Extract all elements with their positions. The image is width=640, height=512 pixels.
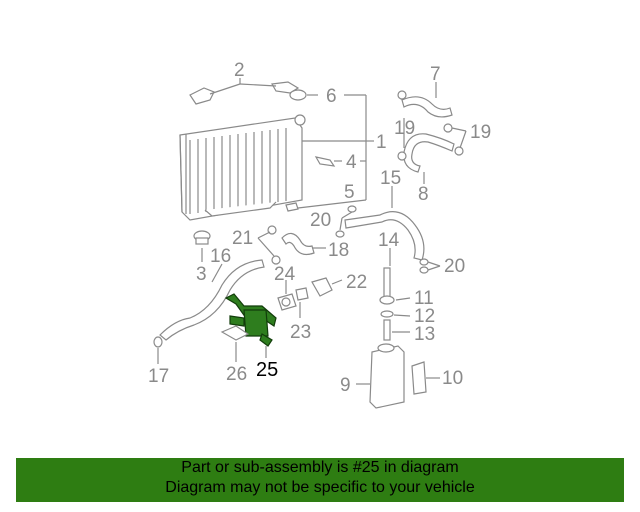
part-16-hose	[159, 259, 265, 341]
part-19-clamp	[397, 90, 464, 161]
callout-20b: 20	[444, 256, 465, 277]
part-4-sensor	[314, 156, 336, 167]
banner-line-2: Diagram may not be specific to your vehi…	[165, 479, 475, 496]
callout-25: 25	[256, 359, 278, 381]
callout-5: 5	[344, 182, 355, 203]
part-25-pipe	[224, 293, 277, 347]
leader-lines	[157, 78, 467, 385]
callout-20a: 20	[310, 210, 331, 231]
callout-16: 16	[210, 246, 231, 267]
part-14-bolt	[383, 267, 391, 299]
part-21-clamp	[267, 225, 281, 265]
callout-1: 1	[376, 132, 387, 153]
callout-23: 23	[290, 322, 311, 343]
callout-4: 4	[346, 152, 357, 173]
callout-2: 2	[234, 60, 245, 81]
part-17-clamp	[153, 336, 163, 348]
callout-18: 18	[328, 240, 349, 261]
part-5-bracket	[285, 202, 299, 212]
part-9-reservoir	[369, 343, 405, 409]
radiator	[179, 114, 306, 221]
part-23-gasket	[295, 287, 309, 301]
info-banner: Part or sub-assembly is #25 in diagram D…	[16, 458, 624, 502]
callout-6: 6	[326, 86, 337, 107]
callout-19a: 19	[394, 118, 415, 139]
callout-11: 11	[414, 288, 434, 309]
part-22-outlet	[311, 277, 333, 297]
callout-15: 15	[380, 168, 401, 189]
part-13-tube	[383, 319, 391, 341]
callout-22: 22	[346, 272, 367, 293]
part-26-bracket	[220, 325, 250, 341]
banner-line-1: Part or sub-assembly is #25 in diagram	[181, 459, 459, 476]
callout-8: 8	[418, 184, 429, 205]
callout-labels: 2 6 7 1 19 19 4 8 5 15 20 21 18 14 3 16 …	[148, 60, 491, 396]
callout-21: 21	[232, 228, 253, 249]
part-6-cap	[289, 89, 307, 101]
part-15-hose	[344, 211, 425, 261]
part-2-bracket	[189, 81, 300, 105]
part-8-hose	[403, 133, 455, 173]
part-3-cap	[193, 230, 211, 245]
part-7-hose	[401, 96, 453, 118]
callout-12: 12	[414, 306, 435, 327]
callout-26: 26	[226, 364, 247, 385]
part-24-thermostat	[277, 293, 297, 311]
callout-13: 13	[414, 324, 435, 345]
callout-3: 3	[196, 264, 207, 285]
callout-17: 17	[148, 366, 169, 387]
part-11-cap	[379, 295, 395, 305]
part-10-bracket	[411, 361, 427, 395]
part-18-hose	[281, 232, 315, 256]
callout-7: 7	[430, 64, 441, 85]
callout-19b: 19	[470, 122, 491, 143]
callout-14: 14	[378, 230, 400, 251]
callout-24: 24	[274, 264, 296, 285]
callout-9: 9	[340, 375, 351, 396]
callout-10: 10	[442, 368, 463, 389]
part-12-seal	[380, 310, 394, 318]
